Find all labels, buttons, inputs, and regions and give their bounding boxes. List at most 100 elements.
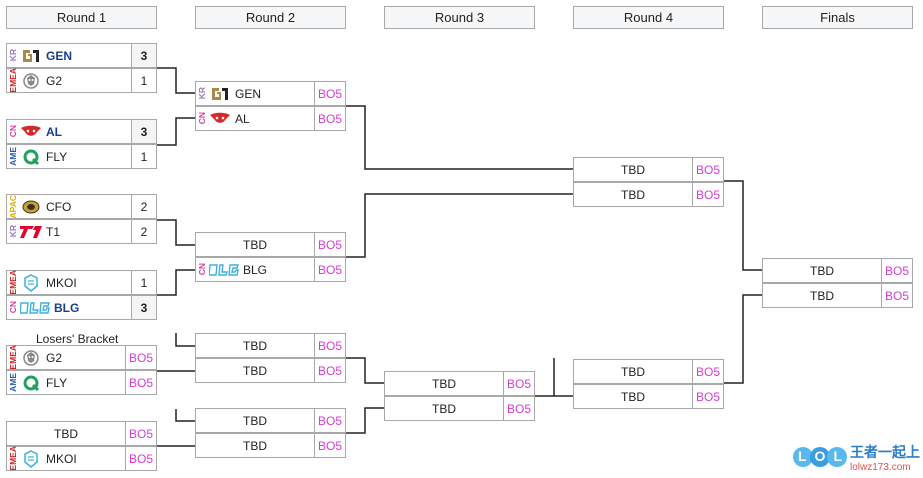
round-3-header: Round 3	[384, 6, 535, 29]
round-2-header: Round 2	[195, 6, 346, 29]
team-name: TBD	[54, 426, 78, 441]
region-badge: KR	[7, 220, 19, 243]
team-name: TBD	[243, 237, 267, 252]
r1-team-al[interactable]: CN AL 3	[6, 119, 157, 144]
round-1-header: Round 1	[6, 6, 157, 29]
best-of-badge: BO5	[503, 397, 534, 420]
gen-logo-icon	[19, 44, 43, 67]
r2-team-blg[interactable]: CN BLG BO5	[195, 257, 346, 282]
best-of-badge: BO5	[125, 371, 156, 394]
region-badge: EMEA	[7, 68, 19, 93]
r1-team-cfo[interactable]: APAC CFO 2	[6, 194, 157, 219]
team-name: TBD	[810, 263, 834, 278]
best-of-badge: BO5	[692, 183, 723, 206]
team-name: TBD	[243, 438, 267, 453]
al-logo-icon	[19, 120, 43, 143]
region-emea: EMEA	[7, 345, 18, 370]
round-2-label: Round 2	[245, 10, 296, 25]
r2-losers-tbd-1[interactable]: TBD BO5	[195, 333, 346, 358]
r1-team-gen[interactable]: KR GEN 3	[6, 43, 157, 68]
region-cn: CN	[196, 112, 207, 125]
r4-tbd-1[interactable]: TBD BO5	[573, 157, 724, 182]
r2-team-tbd[interactable]: TBD BO5	[195, 232, 346, 257]
region-ame: AME	[7, 373, 18, 392]
team-score: 3	[131, 120, 156, 143]
r2-losers-tbd-2[interactable]: TBD BO5	[195, 358, 346, 383]
team-name: TBD	[621, 187, 645, 202]
team-name: TBD	[243, 338, 267, 353]
best-of-badge: BO5	[314, 359, 345, 382]
region-badge: KR	[7, 44, 19, 67]
best-of-badge: BO5	[125, 346, 156, 369]
fly-logo-icon	[19, 145, 43, 168]
best-of-badge: BO5	[881, 284, 912, 307]
region-badge: EMEA	[7, 345, 19, 370]
r2-losers-tbd-3[interactable]: TBD BO5	[195, 408, 346, 433]
team-name: GEN	[46, 48, 73, 63]
finals-tbd-2[interactable]: TBD BO5	[762, 283, 913, 308]
r1-team-mkoi[interactable]: EMEA MKOI 1	[6, 270, 157, 295]
r4-tbd-2[interactable]: TBD BO5	[573, 182, 724, 207]
best-of-badge: BO5	[314, 107, 345, 130]
losers-team-g2[interactable]: EMEA G2 BO5	[6, 345, 157, 370]
team-name: TBD	[621, 389, 645, 404]
finals-header: Finals	[762, 6, 913, 29]
region-badge: AME	[7, 371, 19, 394]
r1-team-t1[interactable]: KR T1 2	[6, 219, 157, 244]
r4-losers-tbd-1[interactable]: TBD BO5	[573, 359, 724, 384]
best-of-badge: BO5	[881, 259, 912, 282]
r2-team-gen[interactable]: KR GEN BO5	[195, 81, 346, 106]
team-name: GEN	[235, 86, 262, 101]
r4-losers-tbd-2[interactable]: TBD BO5	[573, 384, 724, 409]
team-name: AL	[235, 111, 250, 126]
region-badge: CN	[7, 296, 19, 319]
region-badge: EMEA	[7, 270, 19, 295]
round-3-label: Round 3	[434, 10, 485, 25]
round-4-header: Round 4	[573, 6, 724, 29]
watermark-url: lolwz173.com	[850, 462, 911, 473]
finals-tbd-1[interactable]: TBD BO5	[762, 258, 913, 283]
team-name: TBD	[243, 413, 267, 428]
round-4-label: Round 4	[623, 10, 674, 25]
blg-logo-icon	[19, 296, 51, 319]
r2-losers-tbd-4[interactable]: TBD BO5	[195, 433, 346, 458]
r1-team-blg[interactable]: CN BLG 3	[6, 295, 157, 320]
lol-badge-icon	[793, 447, 847, 467]
team-score: 3	[131, 296, 156, 319]
best-of-badge: BO5	[692, 360, 723, 383]
region-cn: CN	[7, 125, 18, 138]
r3-tbd-2[interactable]: TBD BO5	[384, 396, 535, 421]
finals-label: Finals	[820, 10, 855, 25]
round-1-label: Round 1	[56, 10, 107, 25]
team-name: MKOI	[46, 275, 77, 290]
al-logo-icon	[208, 107, 232, 130]
g2-logo-icon	[19, 69, 43, 92]
team-name: T1	[46, 224, 61, 239]
mkoi-logo-icon	[19, 271, 43, 294]
r2-team-al[interactable]: CN AL BO5	[195, 106, 346, 131]
team-score: 1	[131, 69, 156, 92]
team-name: BLG	[243, 262, 268, 277]
team-score: 1	[131, 145, 156, 168]
best-of-badge: BO5	[125, 447, 156, 470]
losers-team-tbd[interactable]: TBD BO5	[6, 421, 157, 446]
r1-team-g2[interactable]: EMEA G2 1	[6, 68, 157, 93]
team-name: BLG	[54, 300, 80, 315]
best-of-badge: BO5	[314, 334, 345, 357]
blg-logo-icon	[208, 258, 240, 281]
team-name: TBD	[621, 364, 645, 379]
region-badge: CN	[196, 258, 208, 281]
region-cn: CN	[7, 301, 18, 314]
team-score: 2	[131, 220, 156, 243]
region-badge: KR	[196, 82, 208, 105]
losers-team-fly[interactable]: AME FLY BO5	[6, 370, 157, 395]
region-kr: KR	[196, 87, 207, 100]
best-of-badge: BO5	[314, 82, 345, 105]
team-name: TBD	[432, 376, 456, 391]
r1-team-fly[interactable]: AME FLY 1	[6, 144, 157, 169]
losers-team-mkoi[interactable]: EMEA MKOI BO5	[6, 446, 157, 471]
team-name: TBD	[621, 162, 645, 177]
region-emea: EMEA	[7, 446, 18, 471]
r3-tbd-1[interactable]: TBD BO5	[384, 371, 535, 396]
